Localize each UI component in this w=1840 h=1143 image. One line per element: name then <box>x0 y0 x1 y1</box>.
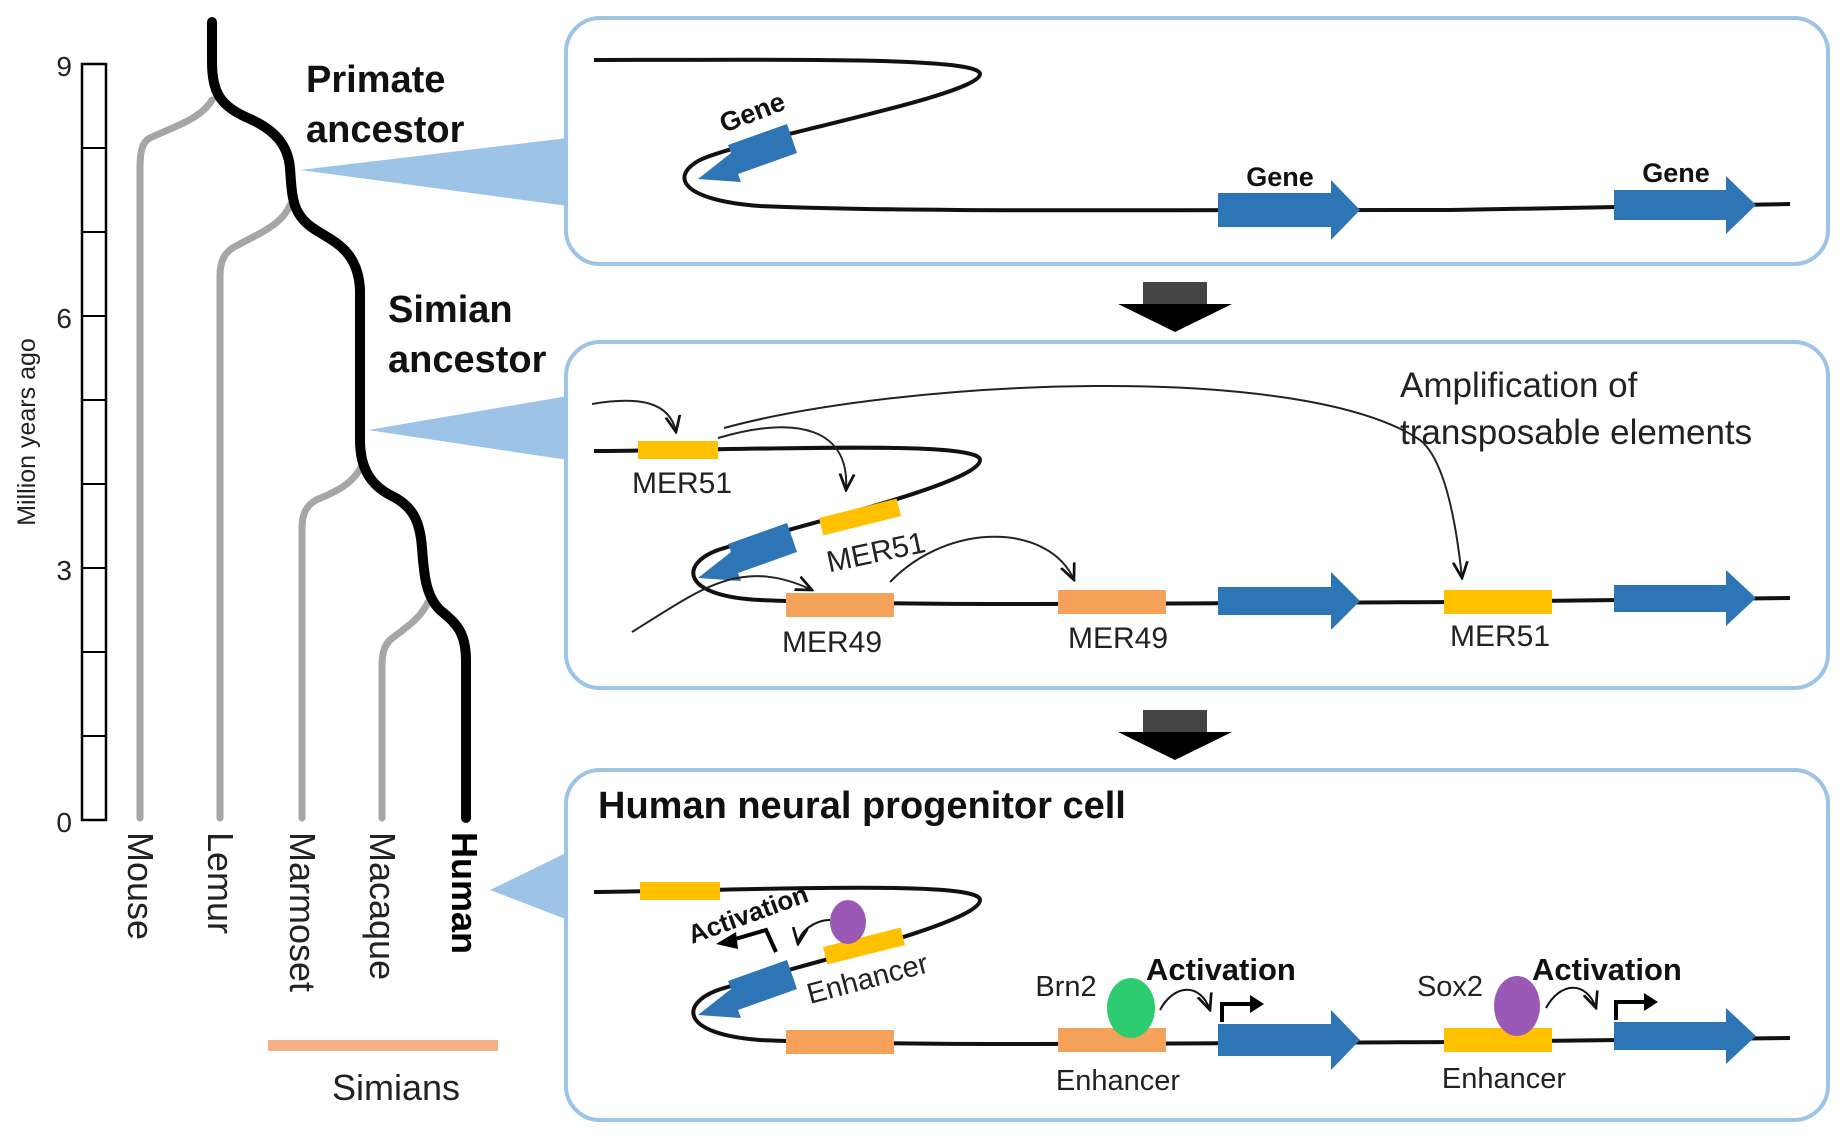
panel-3-promoter-arrows <box>716 927 1658 1022</box>
species-label-lemur: Lemur <box>200 832 241 934</box>
primate-ancestor-label-line2: ancestor <box>306 109 465 151</box>
panel-3-activation-arrows <box>798 919 1596 1010</box>
activation-arrow-left <box>798 919 831 944</box>
down-arrow-1 <box>1118 282 1232 332</box>
panel-2-frame <box>564 340 1830 690</box>
panel-3-activation-label-middle: Activation <box>1146 952 1296 987</box>
axis-title: Million years ago <box>13 338 41 526</box>
tss-arrow-middle <box>1220 1002 1252 1022</box>
panel-3-gene-arrow-right <box>1614 1008 1756 1064</box>
panel-3-dna-strand <box>593 885 1791 1046</box>
transposition-arrow-5 <box>631 575 812 633</box>
time-axis-bar <box>80 62 108 822</box>
panel-primate-genome: Gene Gene Gene <box>564 16 1830 266</box>
activation-arrow-middle <box>1159 988 1210 1010</box>
panel-1-frame <box>564 16 1830 266</box>
panel-3-tf-brn2-green <box>1107 978 1155 1038</box>
panel-3-tf-left-purple <box>830 900 866 944</box>
tss-arrowhead-middle <box>1250 995 1264 1013</box>
panel-3-tf-sox2-purple <box>1494 976 1540 1036</box>
tss-arrowhead-right <box>1644 993 1658 1011</box>
simians-label: Simians <box>332 1067 460 1108</box>
tss-arrow-left <box>731 927 778 953</box>
panel-2-te-label-mer49-1: MER49 <box>782 626 882 659</box>
lineage-lemur <box>216 201 294 822</box>
transposition-arrow-4 <box>889 535 1074 582</box>
species-label-human: Human <box>444 832 485 954</box>
panel-2-transposition-arrows <box>591 384 1462 633</box>
tick-label-6: 6 <box>56 303 72 334</box>
panel-1-gene-arrow-left <box>698 124 797 182</box>
time-axis-minor-ticks <box>82 147 106 737</box>
panel-2-mer51-element-1 <box>638 441 718 459</box>
simians-bracket <box>268 1040 498 1051</box>
transposition-arrow-1 <box>591 399 676 432</box>
panel-2-te-label-mer51-1: MER51 <box>632 467 732 500</box>
panel-2-mer49-element-2 <box>1058 590 1166 614</box>
panel-2-gene-arrow-left <box>698 523 797 581</box>
tick-label-3: 3 <box>56 555 72 586</box>
panel-3-enhancer-label-middle: Enhancer <box>1056 1065 1180 1097</box>
panel-1-gene-arrow-right <box>1614 176 1756 234</box>
tick-label-0: 0 <box>56 807 72 838</box>
primate-ancestor-label-line1: Primate <box>306 59 445 101</box>
panel-2-dna-strand <box>593 445 1791 606</box>
tss-arrowhead-left <box>716 932 738 949</box>
panel-2-gene-arrow-middle <box>1218 572 1360 630</box>
time-axis: 9 6 3 0 Million years ago <box>13 51 108 838</box>
panel-3-enhancer-left <box>823 927 905 965</box>
panel-3-gene-arrow-middle <box>1218 1010 1360 1070</box>
transposition-arrow-3 <box>723 384 1462 578</box>
panel-3-gene-arrow-left <box>698 960 797 1018</box>
panel-3-title: Human neural progenitor cell <box>598 785 1126 827</box>
panel-2-note-line2: transposable elements <box>1400 413 1752 452</box>
lineage-marmoset <box>298 461 366 822</box>
species-label-mouse: Mouse <box>120 832 161 940</box>
panel-2-te-label-mer49-2: MER49 <box>1068 622 1168 655</box>
phylogenetic-tree <box>136 17 471 823</box>
panel-2-te-label-mer51-3: MER51 <box>1450 620 1550 653</box>
panel-2-mer51-element-2 <box>819 498 901 536</box>
simian-ancestor-label-line1: Simian <box>388 289 513 331</box>
panel-1-gene-label-middle: Gene <box>1246 162 1314 192</box>
panel-1-dna-strand <box>593 57 1791 213</box>
transposition-arrow-2 <box>717 426 846 490</box>
panel-2-note-line1: Amplification of <box>1400 366 1638 405</box>
tick-label-9: 9 <box>56 51 72 82</box>
panel-3-te-element-orange <box>786 1030 894 1054</box>
panel-1-gene-arrow-middle <box>1218 180 1360 240</box>
species-label-macaque: Macaque <box>362 832 403 980</box>
tss-arrow-right <box>1614 1000 1646 1020</box>
lineage-human <box>207 17 471 823</box>
panel-human-npc: Human neural progenitor cell Activation … <box>564 768 1830 1122</box>
lineage-macaque <box>378 598 432 822</box>
panel-2-gene-arrow-right <box>1614 570 1756 626</box>
activation-arrow-right <box>1545 986 1596 1008</box>
panel-3-enhancer-middle <box>1058 1028 1166 1052</box>
down-arrow-2 <box>1118 710 1232 760</box>
simian-ancestor-label-line2: ancestor <box>388 339 547 381</box>
panel-3-activation-label-right: Activation <box>1532 952 1682 987</box>
panel-3-tf-label-sox2: Sox2 <box>1417 971 1483 1003</box>
panel-2-mer51-element-3 <box>1444 590 1552 614</box>
panel-3-enhancer-label-right: Enhancer <box>1442 1063 1566 1095</box>
panel-simian-genome: Amplification of transposable elements M… <box>564 340 1830 690</box>
panel-3-tf-label-brn2: Brn2 <box>1035 971 1096 1003</box>
panel-3-enhancer-right <box>1444 1028 1552 1052</box>
callout-human <box>490 852 568 920</box>
callout-primate <box>300 138 568 206</box>
panel-1-gene-label-right: Gene <box>1642 158 1710 188</box>
panel-3-te-element-1 <box>640 882 720 900</box>
species-label-marmoset: Marmoset <box>282 832 323 992</box>
panel-2-mer49-element-1 <box>786 593 894 617</box>
callout-simian <box>368 396 568 460</box>
lineage-mouse <box>136 96 216 822</box>
